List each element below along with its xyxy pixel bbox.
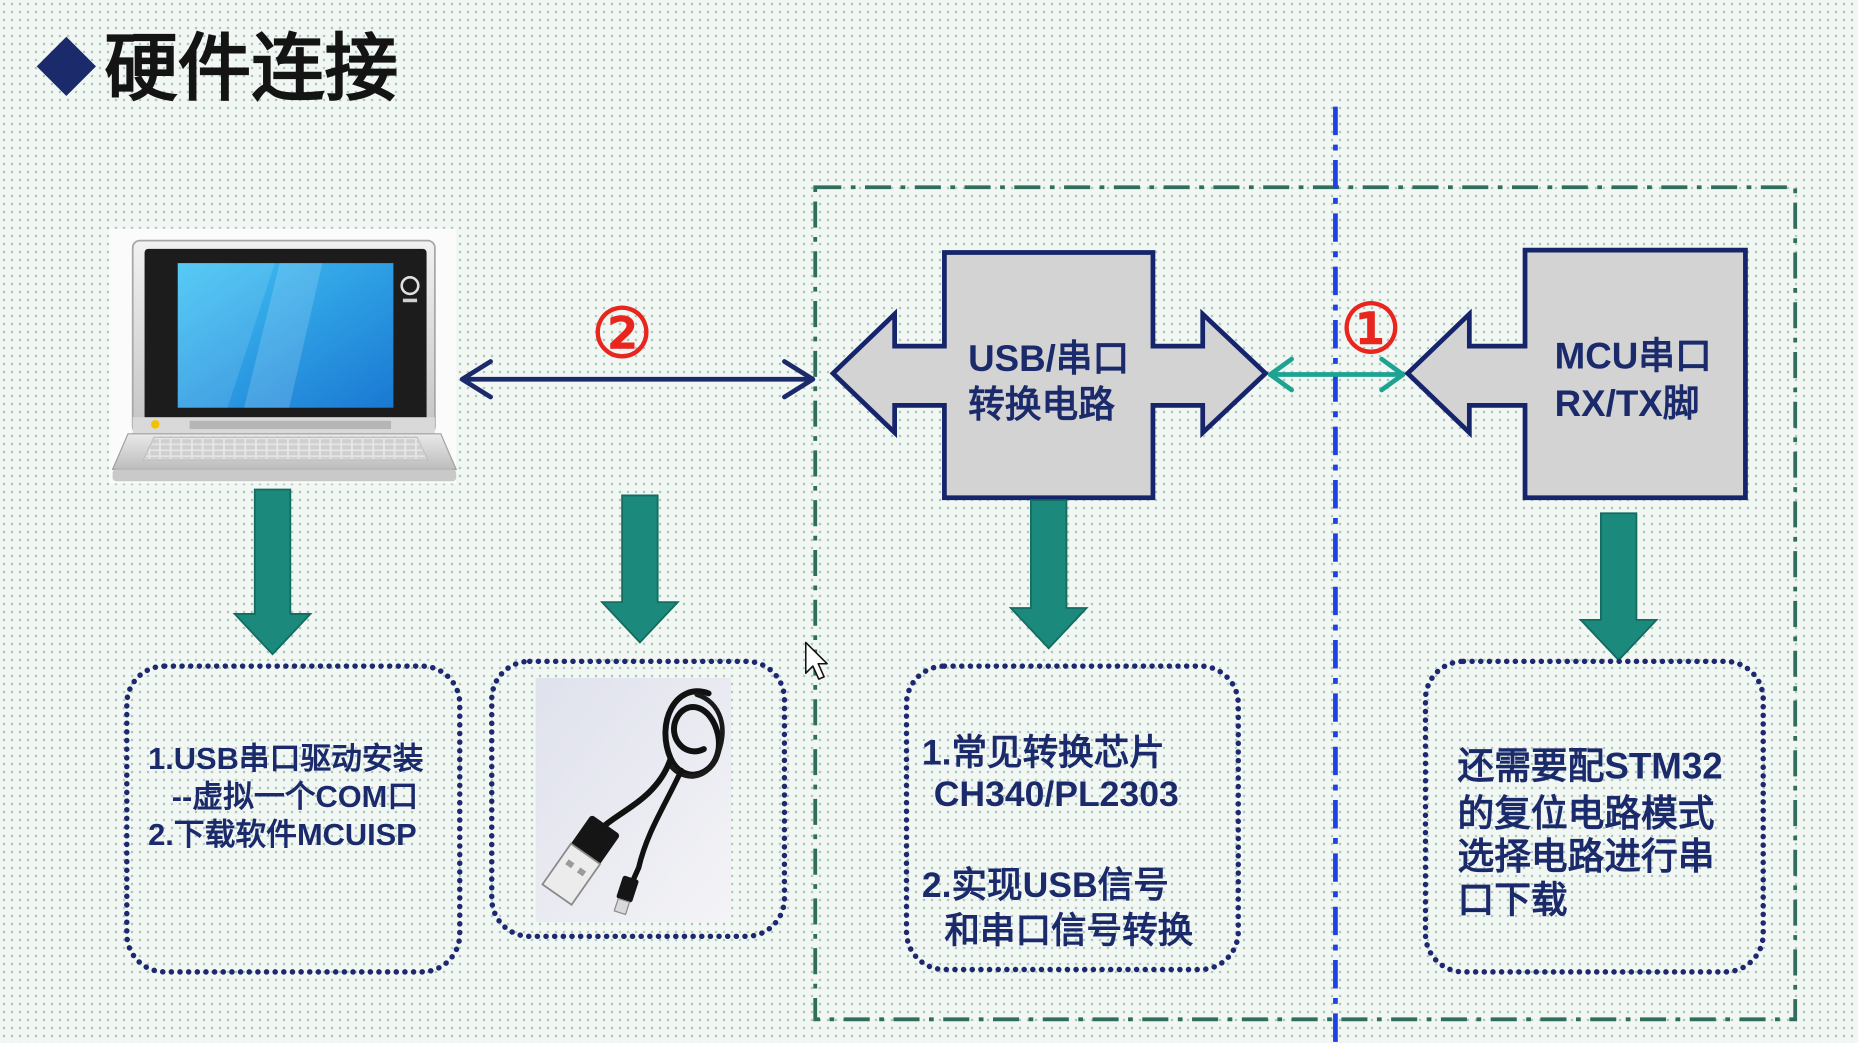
board-frame (813, 185, 1798, 1022)
pc-note-line-3: 2.下载软件MCUISP (148, 817, 417, 852)
pc-converter-link-arrow (459, 359, 816, 400)
page-title: 硬件连接 (104, 27, 398, 110)
mcu-label-line-1: MCU串口 (1555, 336, 1712, 377)
down-arrow-converter (1008, 499, 1089, 650)
slide-header: 硬件连接 (36, 27, 398, 110)
laptop-icon (109, 228, 458, 484)
mcu-note-box: 还需要配STM32 的复位电路模式 选择电路进行串 口下载 (1422, 658, 1766, 975)
diamond-bullet-icon (36, 36, 96, 97)
usb-cable-photo (535, 677, 732, 923)
converter-note-line-2: CH340/PL2303 (934, 774, 1179, 814)
down-arrow-mcu (1578, 512, 1659, 662)
converter-note-line-1: 1.常见转换芯片 (922, 732, 1165, 772)
mcu-note-line-4: 口下载 (1457, 880, 1567, 921)
mcu-label-line-2: RX/TX脚 (1555, 383, 1700, 424)
pc-note-line-2: --虚拟一个COM口 (172, 779, 418, 814)
converter-note-line-3: 2.实现USB信号 (922, 865, 1169, 905)
cable-note-box (489, 658, 788, 940)
mouse-cursor-icon (804, 641, 828, 680)
down-arrow-cable (599, 494, 680, 644)
converter-mcu-link-arrow (1267, 356, 1406, 393)
down-arrow-pc (232, 488, 313, 656)
pc-note-line-1: 1.USB串口驱动安装 (148, 741, 424, 776)
mcu-note-line-2: 的复位电路模式 (1457, 793, 1714, 834)
usb-serial-converter-block: USB/串口 转换电路 (829, 250, 1269, 501)
mcu-serial-block: MCU串口 RX/TX脚 (1404, 247, 1748, 501)
converter-note-line-4: 和串口信号转换 (944, 910, 1193, 950)
link-badge-1: ① (1340, 289, 1402, 369)
converter-label-line-2: 转换电路 (968, 384, 1115, 425)
mcu-note-line-3: 选择电路进行串 (1457, 836, 1714, 877)
converter-note-box: 1.常见转换芯片 CH340/PL2303 2.实现USB信号 和串口信号转换 (903, 663, 1241, 973)
link-badge-2: ② (591, 294, 653, 374)
converter-label-line-1: USB/串口 (968, 338, 1129, 379)
mcu-note-line-1: 还需要配STM32 (1457, 746, 1722, 787)
pc-note-box: 1.USB串口驱动安装 --虚拟一个COM口 2.下载软件MCUISP (124, 663, 463, 975)
